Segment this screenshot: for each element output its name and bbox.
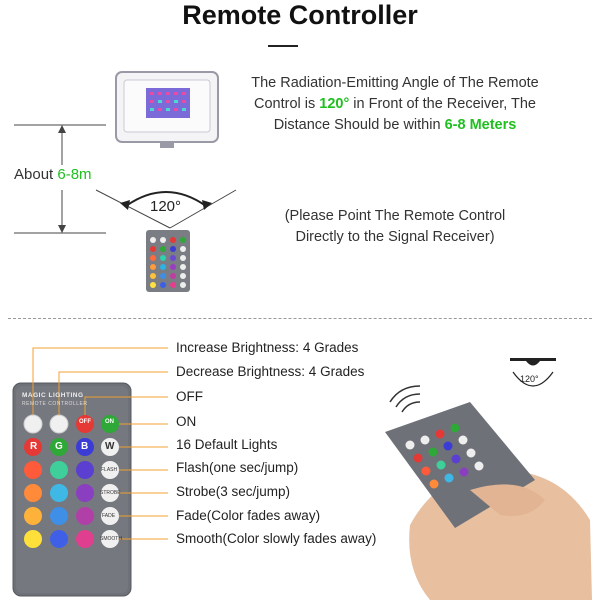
hand-with-remote-icon [385, 385, 592, 600]
function-label-strobe: Strobe(3 sec/jump) [176, 484, 291, 499]
distance-label: About 6-8m [14, 166, 92, 183]
floodlight-icon [115, 71, 219, 148]
function-label-decrease: Decrease Brightness: 4 Grades [176, 364, 365, 379]
distance-prefix: About [14, 166, 58, 183]
remote-subtitle: REMOTE CONTROLLER [22, 401, 88, 407]
fade-button-label: FADE [102, 513, 116, 519]
remote-brand: MAGIC LIGHTING [22, 392, 84, 399]
smooth-button-label: SMOOTH [100, 536, 122, 542]
desc-line-1: The Radiation-Emitting Angle of The Remo… [251, 75, 539, 91]
note-line-2: Directly to the Signal Receiver) [295, 229, 495, 245]
range-description: The Radiation-Emitting Angle of The Remo… [230, 73, 560, 136]
desc-line-2b: in Front of the Receiver, The [349, 96, 536, 112]
emit-angle-label: 120° [150, 198, 182, 215]
receiver-angle-label: 120° [520, 374, 539, 384]
function-label-default-lights: 16 Default Lights [176, 437, 278, 452]
white-button-label: W [105, 441, 115, 452]
function-label-off: OFF [176, 389, 203, 404]
green-button-label: G [55, 441, 63, 452]
desc-distance: 6-8 Meters [444, 117, 517, 133]
function-label-fade: Fade(Color fades away) [176, 508, 321, 523]
red-button-label: R [30, 441, 38, 452]
function-label-smooth: Smooth(Color slowly fades away) [176, 531, 377, 546]
desc-line-3a: Distance Should be within [273, 117, 445, 133]
desc-angle: 120° [319, 96, 350, 112]
off-button-label: OFF [79, 419, 91, 425]
distance-value: 6-8m [57, 166, 92, 183]
remote-controller [12, 382, 132, 597]
title-underline [268, 45, 298, 47]
on-button-label: ON [105, 419, 114, 425]
function-label-increase: Increase Brightness: 4 Grades [176, 340, 359, 355]
section-divider [8, 318, 592, 319]
callout-lines [32, 347, 168, 540]
function-label-flash: Flash(one sec/jump) [176, 460, 299, 475]
note-line-1: (Please Point The Remote Control [284, 208, 506, 224]
small-remote-icon [146, 230, 190, 292]
function-label-on: ON [176, 414, 197, 429]
strobe-button-label: STROBE [100, 490, 121, 496]
receiver-angle-icon [510, 358, 556, 387]
desc-line-2a: Control is [254, 96, 320, 112]
blue-button-label: B [81, 441, 89, 452]
pointing-note: (Please Point The Remote Control Directl… [250, 206, 540, 248]
flash-button-label: FLASH [101, 467, 118, 473]
page-title: Remote Controller [182, 0, 418, 30]
